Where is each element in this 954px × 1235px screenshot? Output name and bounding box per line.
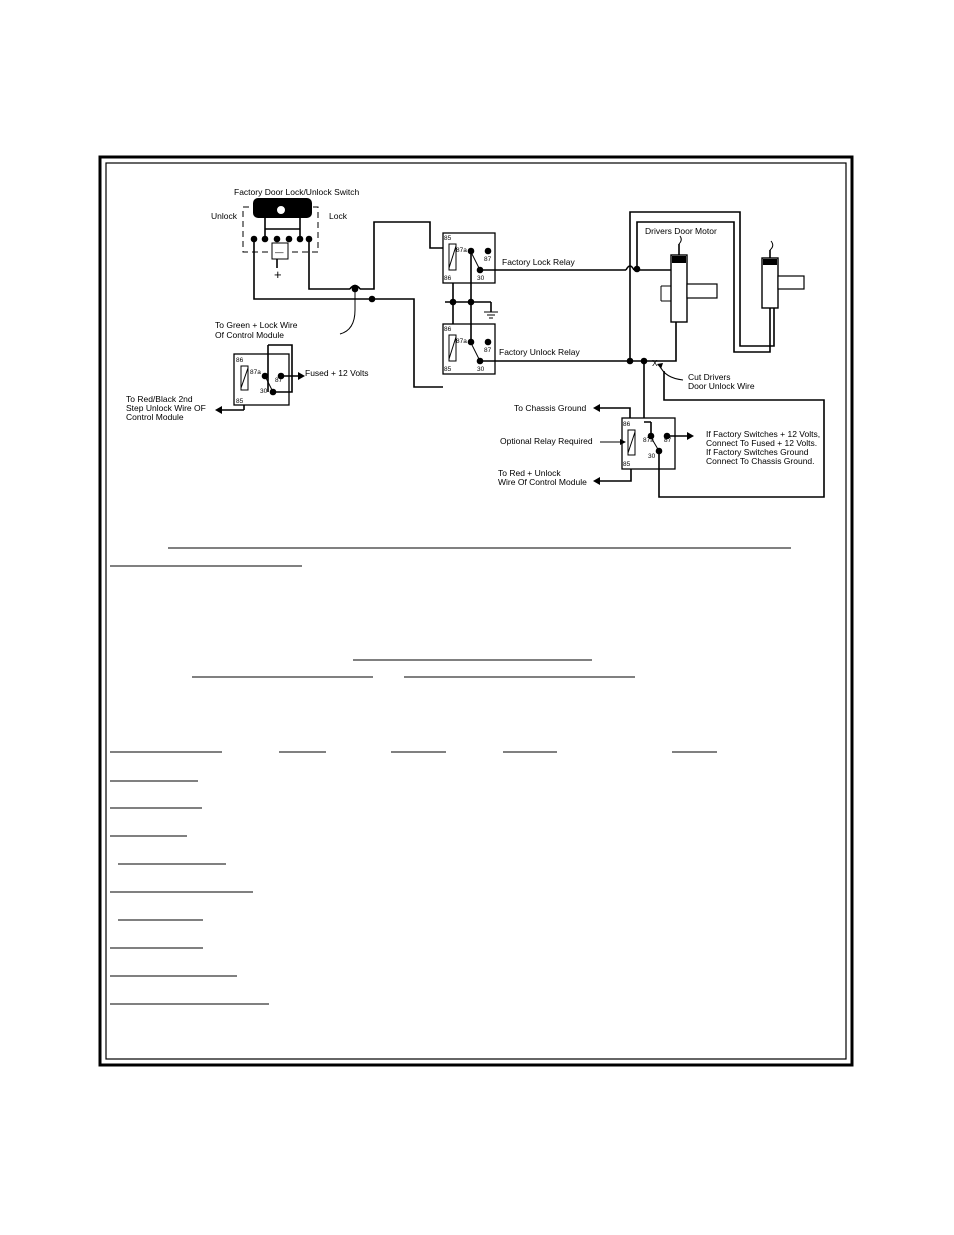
switch-minus: — bbox=[275, 247, 284, 257]
factory-switch-note-4: Connect To Chassis Ground. bbox=[706, 456, 815, 466]
passenger-door-motor bbox=[761, 240, 805, 309]
optional-relay-pin87: 87 bbox=[664, 437, 672, 444]
red-black-label-3: Control Module bbox=[126, 412, 184, 422]
chassis-ground-label: To Chassis Ground bbox=[514, 403, 587, 413]
unlock-relay-pin85: 85 bbox=[444, 366, 452, 373]
optional-relay-pin85: 85 bbox=[623, 461, 631, 468]
relay-left-pin30: 30 bbox=[260, 388, 268, 395]
unlock-relay-pin86: 86 bbox=[444, 326, 452, 333]
green-wire-label-1: To Green + Lock Wire bbox=[215, 320, 298, 330]
red-unlock-label-1: To Red + Unlock bbox=[498, 468, 561, 478]
optional-relay-pin87a: 87a bbox=[643, 437, 654, 444]
switch-title: Factory Door Lock/Unlock Switch bbox=[234, 187, 359, 197]
factory-switch-note-2: Connect To Fused + 12 Volts. bbox=[706, 438, 817, 448]
fused-12v-label: Fused + 12 Volts bbox=[305, 368, 369, 378]
unlock-relay-pin30: 30 bbox=[477, 366, 485, 373]
relay-left-pin87a: 87a bbox=[250, 369, 261, 376]
red-unlock-label-2: Wire Of Control Module bbox=[498, 477, 587, 487]
relay-left-pin85: 85 bbox=[236, 398, 244, 405]
red-black-label-1: To Red/Black 2nd bbox=[126, 394, 193, 404]
blank-lines bbox=[110, 547, 791, 1005]
lock-relay-pin87: 87 bbox=[484, 256, 492, 263]
factory-lock-relay: 85 86 87a 87 30 bbox=[442, 232, 496, 284]
switch-pivot bbox=[276, 205, 286, 215]
factory-lock-relay-label: Factory Lock Relay bbox=[502, 257, 575, 267]
red-black-label-2: Step Unlock Wire OF bbox=[126, 403, 206, 413]
unlock-relay-pin87: 87 bbox=[484, 347, 492, 354]
lock-relay-pin86: 86 bbox=[444, 275, 452, 282]
optional-relay-label: Optional Relay Required bbox=[500, 436, 593, 446]
lock-label: Lock bbox=[329, 211, 348, 221]
switch-polarity-box bbox=[271, 242, 289, 260]
unlock-relay-pin87a: 87a bbox=[456, 338, 467, 345]
factory-switch-note-3: If Factory Switches Ground bbox=[706, 447, 809, 457]
factory-unlock-relay: 86 85 87a 87 30 bbox=[442, 323, 496, 375]
factory-unlock-relay-label: Factory Unlock Relay bbox=[499, 347, 581, 357]
lock-relay-pin30: 30 bbox=[477, 275, 485, 282]
lock-relay-pin85: 85 bbox=[444, 235, 452, 242]
second-step-relay: 86 85 87a 87 30 bbox=[233, 353, 290, 406]
cut-wire-label-1: Cut Drivers bbox=[688, 372, 731, 382]
optional-relay-pin30: 30 bbox=[648, 453, 656, 460]
factory-switch-note-1: If Factory Switches + 12 Volts, bbox=[706, 429, 820, 439]
green-wire-label-2: Of Control Module bbox=[215, 330, 284, 340]
relay-left-pin87: 87 bbox=[275, 377, 283, 384]
drivers-door-motor-label: Drivers Door Motor bbox=[645, 226, 717, 236]
outer-frame bbox=[98, 155, 854, 1067]
relay-left-pin86: 86 bbox=[236, 357, 244, 364]
cut-wire-label-2: Door Unlock Wire bbox=[688, 381, 755, 391]
inner-frame bbox=[105, 162, 847, 1060]
unlock-label: Unlock bbox=[211, 211, 238, 221]
lock-relay-pin87a: 87a bbox=[456, 247, 467, 254]
switch-plus: + bbox=[274, 267, 282, 282]
factory-switch: Factory Door Lock/Unlock Switch Unlock L… bbox=[211, 187, 359, 282]
optional-relay: 86 85 87a 87 30 bbox=[621, 417, 676, 470]
drivers-door-motor: Drivers Door Motor bbox=[645, 226, 718, 323]
optional-relay-pin86: 86 bbox=[623, 421, 631, 428]
cut-mark: X bbox=[652, 358, 658, 368]
